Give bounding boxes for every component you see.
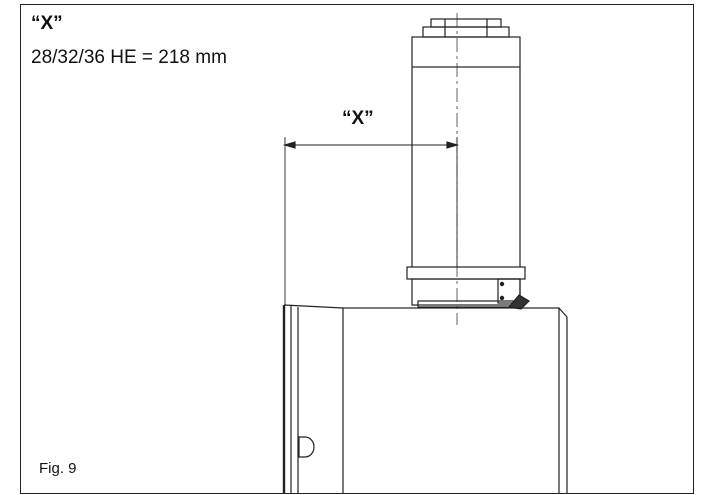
air-spigot — [507, 294, 530, 310]
dimension-x — [282, 137, 460, 305]
boiler-flue-drawing — [282, 13, 568, 493]
figure-label: Fig. 9 — [39, 460, 77, 477]
flue-adaptor — [406, 266, 526, 308]
flue-terminal-cap — [422, 18, 510, 38]
flue-pipe — [411, 36, 521, 267]
dimension-value-text: 28/32/36 HE = 218 mm — [31, 47, 227, 68]
dimension-x-label: “X” — [342, 108, 374, 129]
boiler-casing — [282, 304, 568, 493]
latch-symbol — [298, 436, 315, 458]
x-label: “X” — [31, 13, 63, 34]
figure-frame: “X” 28/32/36 HE = 218 mm “X” Fig. 9 — [20, 4, 694, 494]
